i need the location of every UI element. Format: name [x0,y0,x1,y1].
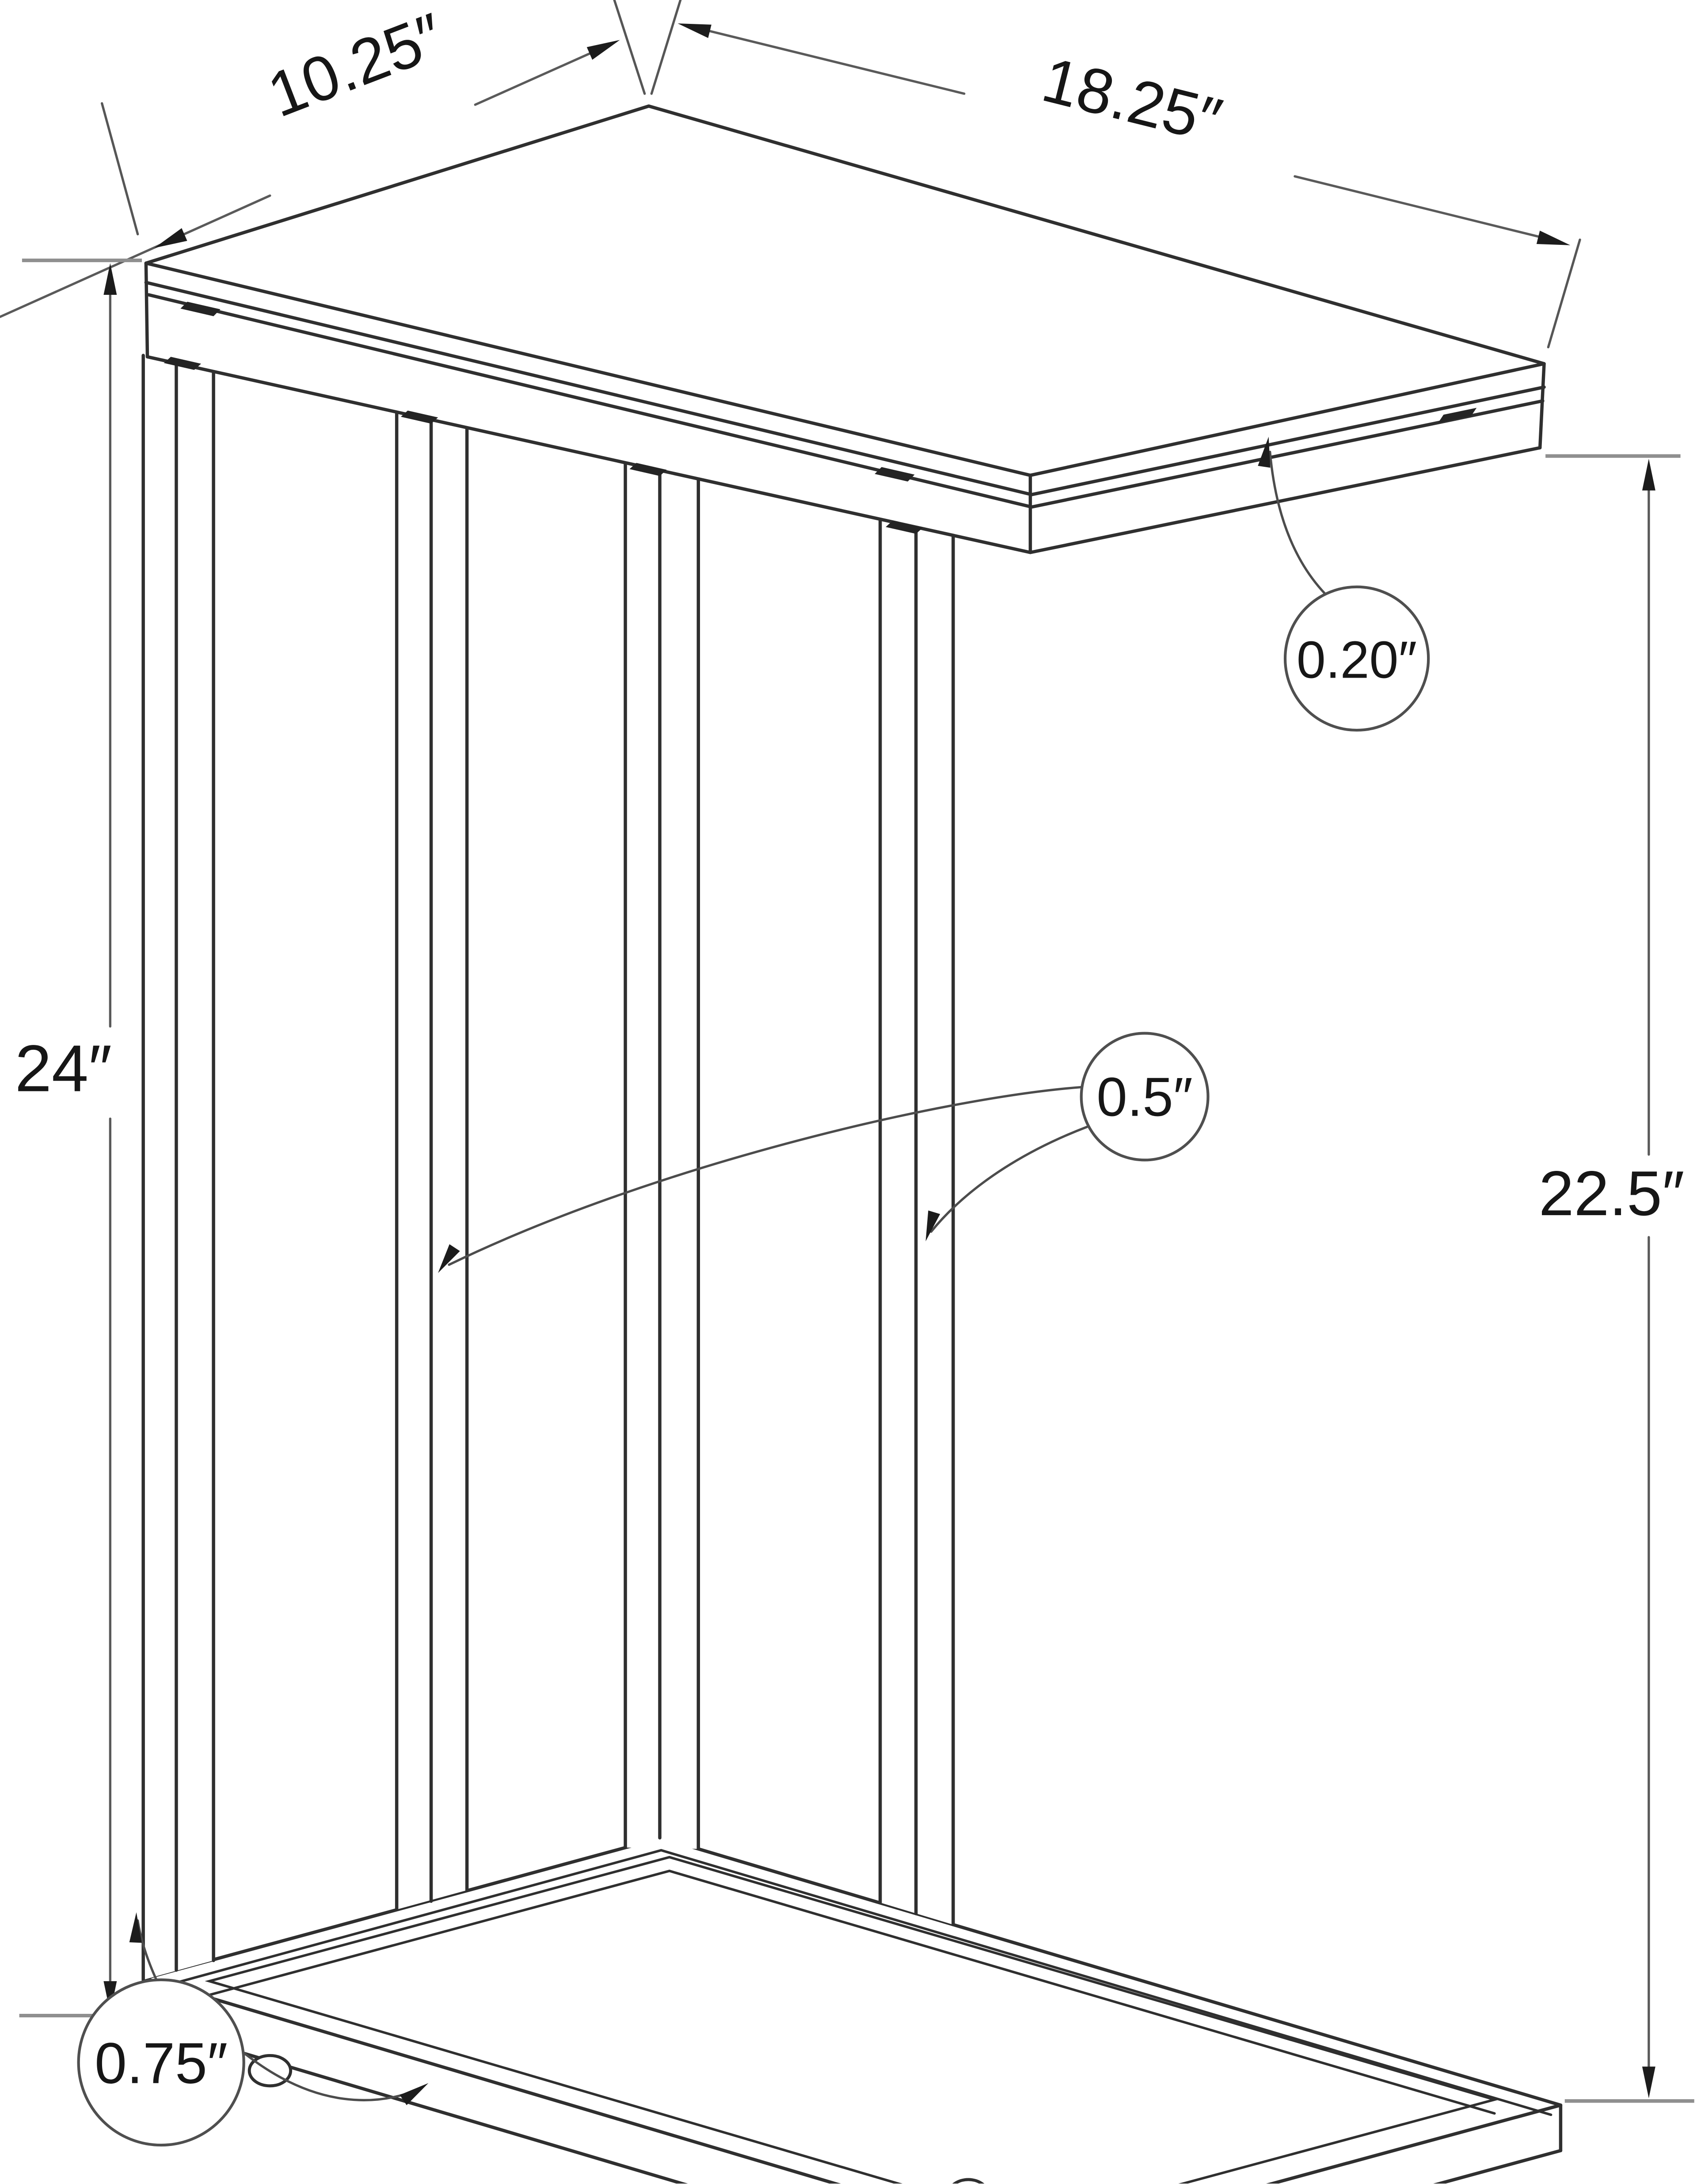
base-silhouette [145,1837,1561,2184]
arrowhead-icon [103,263,117,295]
base-frame [143,1836,1563,2184]
tabletop [144,104,1546,554]
arrowhead-icon [586,40,620,60]
callout-circle [1080,1032,1210,1162]
dimension-label-base-frame: 0.75″ [95,2031,228,2096]
foot-icon [952,2178,985,2184]
arrowhead-icon [400,2083,429,2105]
arrowhead-icon [677,23,712,38]
dimension-label-top-depth: 10.25″ [259,0,453,131]
weld-mark-icon [401,410,438,424]
arrowhead-icon [1642,2066,1655,2099]
callout-circle [77,1978,245,2147]
dimension-label-frame-tube: 0.5″ [1096,1067,1192,1128]
arrowhead-icon [129,1912,142,1943]
glass-pad-icon [875,467,915,482]
arrowhead-icon [1642,458,1655,491]
glass-pad-icon [180,301,221,316]
arrowhead-icon [154,228,187,248]
base-opening [205,1856,1499,2184]
dimension-clearance-height: 22.5″ [1539,454,1694,2103]
arrowhead-icon [438,1244,460,1273]
arrowhead-icon [925,1210,940,1242]
dimension-label-top-length: 18.25″ [1035,44,1228,156]
arrowhead-icon [1536,230,1571,245]
witness-lines [101,0,1581,349]
tabletop-silhouette [146,106,1545,553]
callout-base-frame: 0.75″ [77,1912,429,2147]
dimension-label-overall-height: 24″ [15,1032,112,1105]
dimension-label-clearance-height: 22.5″ [1539,1158,1685,1229]
dimension-label-glass-thickness: 0.20″ [1297,631,1417,690]
glass-pad-icon [1438,408,1477,423]
dimension-overall-height: 24″ [15,259,142,2018]
callout-circle [1283,585,1430,732]
callout-frame-tube: 0.5″ [438,1032,1210,1273]
callout-glass-thickness: 0.20″ [1258,437,1430,732]
weld-mark-icon [886,521,923,534]
vertical-legs [141,354,955,1982]
weld-mark-icon [164,357,202,370]
weld-mark-icon [629,463,667,476]
arrowhead-icon [1258,437,1271,468]
